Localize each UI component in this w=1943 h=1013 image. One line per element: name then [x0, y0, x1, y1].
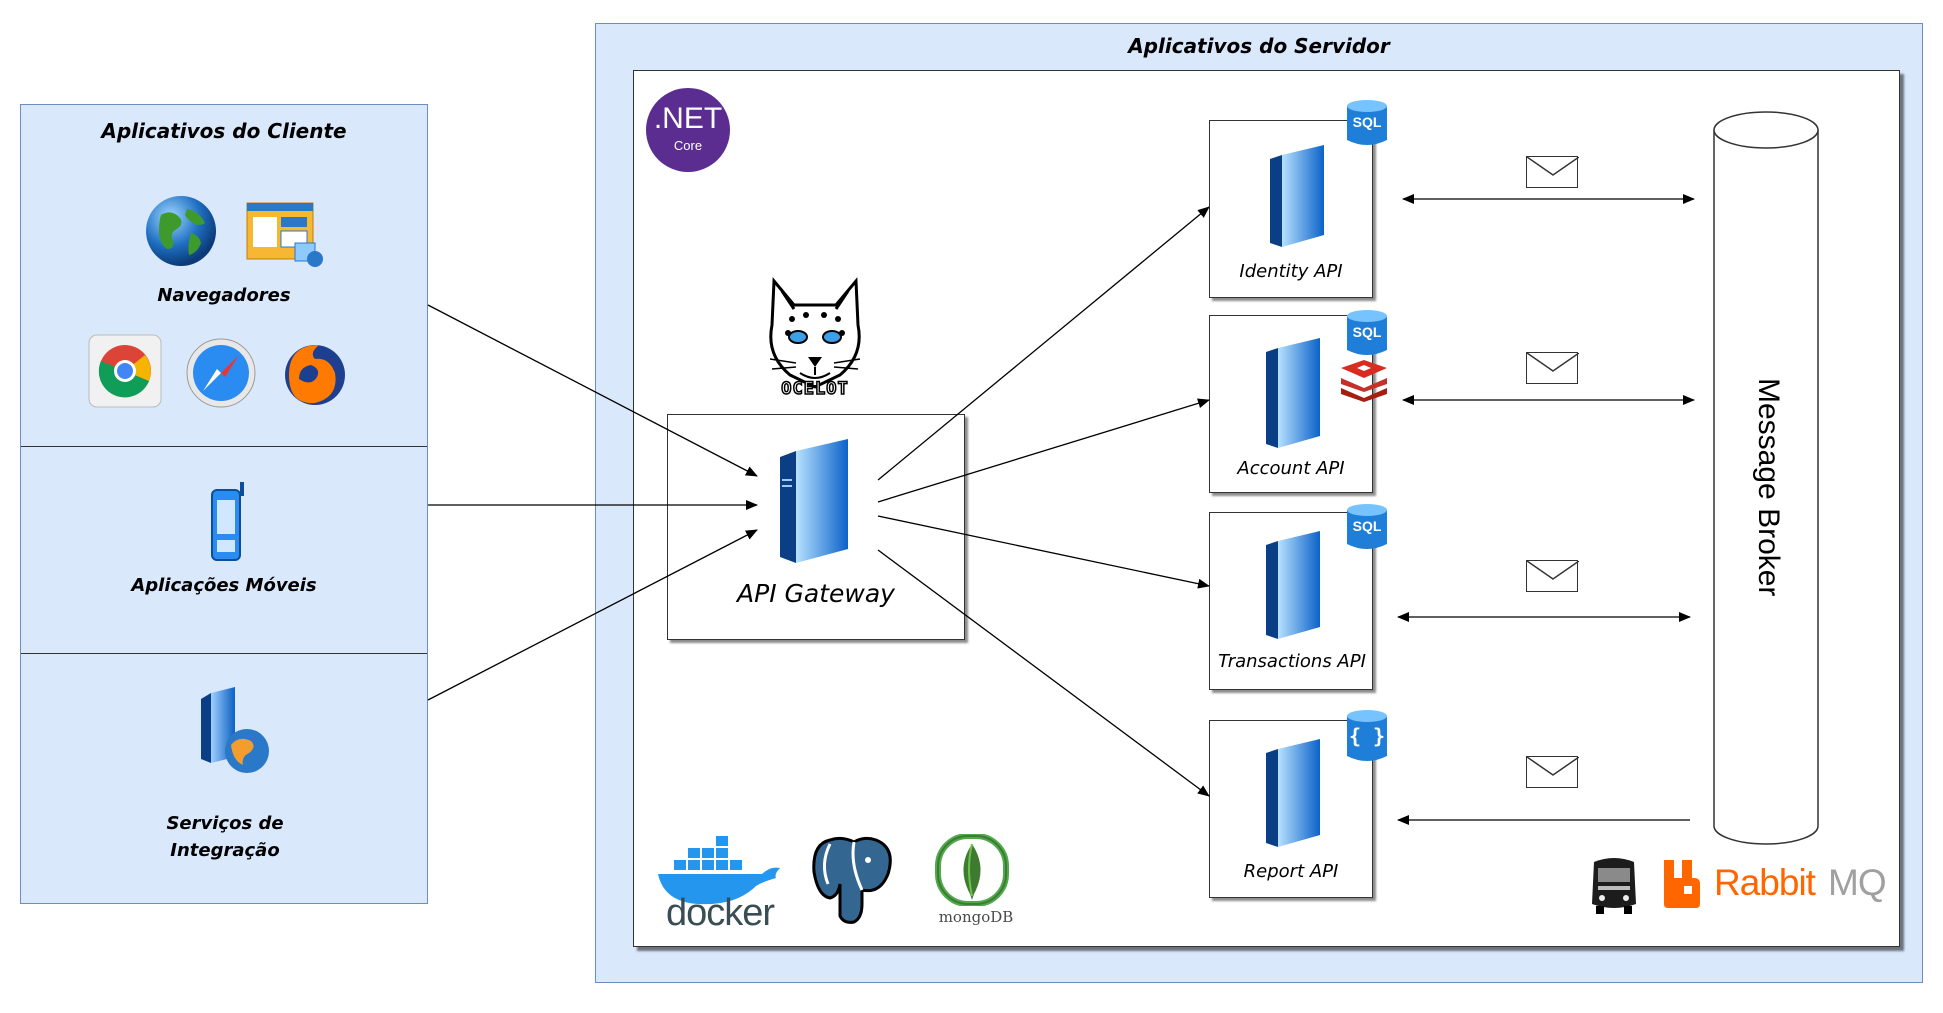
transactions-server-icon: [1262, 531, 1324, 645]
arrow-gateway-to-report: [877, 549, 1210, 797]
chrome-icon: [87, 333, 163, 413]
dotnet-logo-sub-text: Core: [673, 138, 703, 153]
arrow-gateway-to-identity: [877, 206, 1210, 481]
arrow-browsers-to-gateway: [427, 304, 758, 477]
ocelot-logo-text: OCELOT: [781, 378, 849, 400]
client-panel-title: Aplicativos do Cliente: [101, 119, 347, 143]
ocelot-logo: OCELOT: [760, 275, 870, 409]
report-server-icon: [1262, 739, 1324, 853]
sql-badge-text-transactions: SQL: [1352, 518, 1382, 534]
account-server-icon: [1262, 338, 1324, 454]
identity-server-icon: [1266, 145, 1328, 253]
bus-icon: [1588, 854, 1640, 922]
rabbitmq-text-rabbit: Rabbit: [1714, 862, 1816, 903]
identity-api-box[interactable]: Identity API: [1209, 120, 1373, 298]
docker-logo-text: docker: [665, 892, 775, 934]
sql-badge-text-account: SQL: [1352, 324, 1382, 340]
transactions-api-box[interactable]: Transactions API: [1209, 512, 1373, 690]
firefox-icon: [277, 335, 353, 415]
account-api-box[interactable]: Account API: [1209, 315, 1373, 493]
client-panel: Aplicativos do Cliente Navegadores: [20, 104, 428, 904]
transactions-api-label: Transactions API: [1218, 651, 1366, 672]
client-divider-1: [21, 446, 427, 447]
document-database-icon: { }: [1345, 708, 1389, 768]
rabbitmq-text-mq: MQ: [1828, 862, 1887, 903]
globe-icon: [143, 193, 219, 273]
message-envelope-icon: [1526, 560, 1579, 592]
rabbitmq-logo: Rabbit MQ: [1660, 856, 1887, 912]
redis-icon: [1337, 360, 1391, 406]
sql-database-icon: SQL: [1345, 308, 1389, 362]
dotnet-logo-main-text: .NET: [653, 102, 723, 135]
safari-icon: [185, 337, 257, 413]
sql-badge-text-identity: SQL: [1352, 114, 1382, 130]
account-api-label: Account API: [1237, 458, 1345, 479]
report-api-box[interactable]: Report API: [1209, 720, 1373, 898]
api-gateway-box[interactable]: API Gateway: [667, 414, 965, 640]
message-envelope-icon: [1526, 756, 1579, 788]
server-panel-title: Aplicativos do Servidor: [1128, 34, 1390, 58]
integration-services-label: Serviços de Integração: [166, 813, 284, 861]
dotnet-core-logo: .NET Core: [646, 88, 730, 172]
integration-server-icon: [187, 683, 277, 783]
document-badge-text-report: { }: [1348, 724, 1386, 748]
message-broker-cylinder[interactable]: [1712, 108, 1822, 852]
client-divider-2: [21, 653, 427, 654]
browsers-label: Navegadores: [157, 285, 291, 306]
identity-api-label: Identity API: [1239, 261, 1343, 282]
sql-database-icon: SQL: [1345, 502, 1389, 556]
mobile-phone-icon: [206, 480, 248, 568]
report-api-label: Report API: [1243, 861, 1339, 882]
message-envelope-icon: [1526, 156, 1579, 188]
message-envelope-icon: [1526, 352, 1579, 384]
arrow-integration-to-gateway: [427, 529, 758, 701]
postgresql-logo: [810, 834, 896, 930]
mongodb-logo-text: mongoDB: [938, 908, 1014, 926]
api-gateway-label: API Gateway: [737, 579, 895, 608]
mobile-apps-label: Aplicações Móveis: [131, 575, 317, 596]
arrow-gateway-to-account: [877, 398, 1210, 503]
docker-logo: docker: [652, 826, 788, 934]
gateway-server-icon: [776, 439, 852, 569]
arrow-gateway-to-transactions: [877, 515, 1210, 589]
mongodb-logo: mongoDB: [930, 833, 1014, 926]
sql-database-icon: SQL: [1345, 98, 1389, 152]
web-application-icon: [245, 201, 327, 277]
